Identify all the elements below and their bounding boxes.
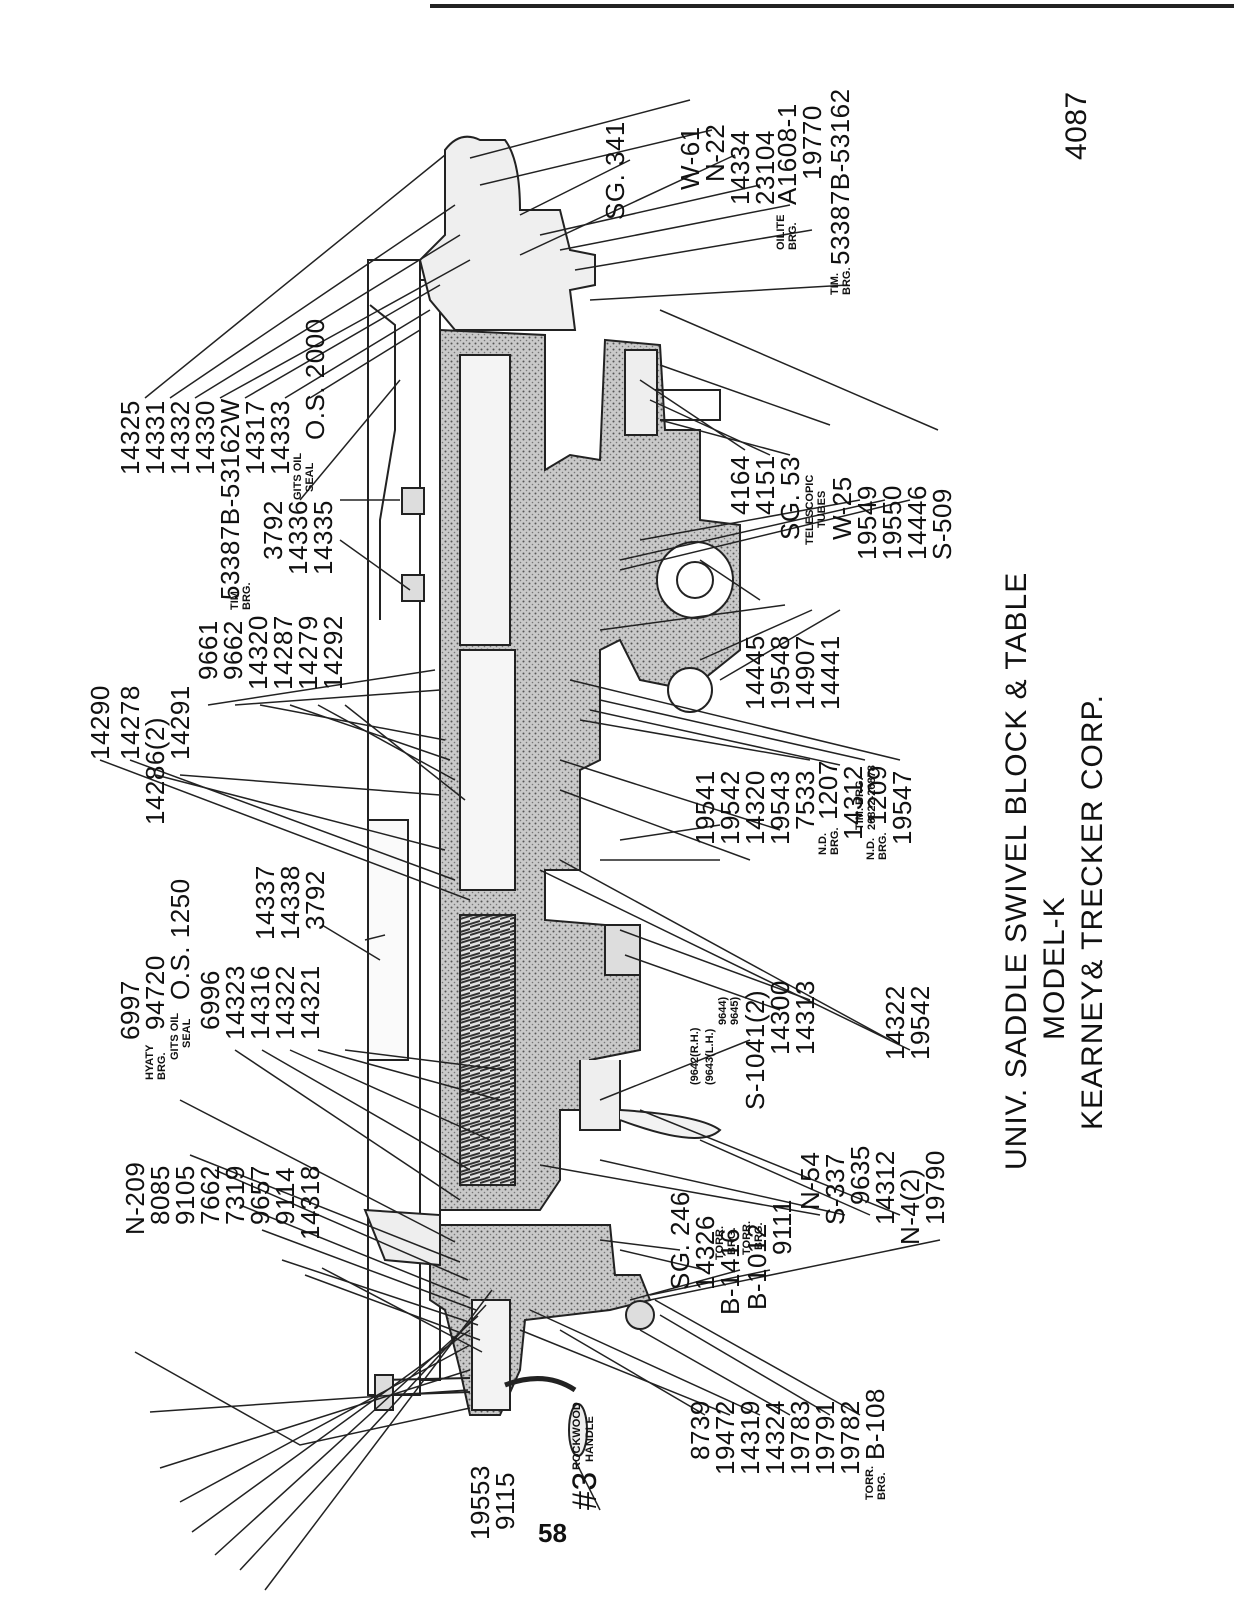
callout-14321: 14321 [295, 965, 325, 1040]
lever-handle [619, 1109, 722, 1139]
top-bearing-housing [418, 135, 596, 331]
callout-gits-oil: GITS OIL [292, 452, 304, 500]
callout-14335: 14335 [308, 500, 338, 575]
callout-14291: 14291 [165, 685, 195, 760]
callout-nd: N.D. [817, 833, 829, 855]
title-line-3: KEARNEY& TRECKER CORP. [1076, 693, 1109, 1130]
callout-timbrg2-b: BRG. [241, 582, 253, 611]
callout-sg341: SG. 341 [600, 121, 630, 220]
callout-torr3: TORR. [864, 1465, 876, 1500]
drawing-number: 4087 [1060, 91, 1093, 160]
callout-oilite: OILITE [775, 214, 787, 250]
callout-rockwood: ROCKWOOD [571, 1402, 583, 1470]
callout-rockwood-handle: HANDLE [584, 1416, 596, 1462]
callout-timbrg2: TIM. [229, 588, 241, 610]
title-line-1: UNIV. SADDLE SWIVEL BLOCK & TABLE [1000, 571, 1033, 1170]
callout-torr3-brg: BRG. [876, 1472, 888, 1501]
leader-lines [99, 99, 941, 1591]
callout-9111: 9111 [767, 1199, 797, 1255]
callout-gits2-seal: SEAL [181, 1018, 193, 1048]
callout-19542-b: 19542 [905, 985, 935, 1060]
callout-14333: 14333 [265, 400, 295, 475]
callout-os1250: O.S. 1250 [165, 878, 195, 1000]
callout-b108: B-108 [860, 1388, 890, 1460]
callout-9115: 9115 [490, 1472, 520, 1530]
spring-coil [459, 914, 516, 1186]
telescopic-tube-fitting [624, 349, 658, 436]
callout-s509: S-509 [927, 488, 957, 560]
callout-14292: 14292 [318, 615, 348, 690]
callout-9643: (9643(L.H.) [704, 1028, 716, 1085]
callout-3792-b: 3792 [300, 870, 330, 930]
title-line-2: MODEL-K [1038, 896, 1071, 1040]
callout-hyatt: HYATY [144, 1044, 156, 1080]
callout-9642: (9642(R.H.) [689, 1027, 701, 1085]
callout-14313: 14313 [790, 980, 820, 1055]
callout-19770: 19770 [797, 105, 827, 180]
callout-nd2: N.D. [865, 838, 877, 860]
callout-14318: 14318 [295, 1165, 325, 1240]
callout-gits-seal: SEAL [304, 462, 316, 492]
callout-timbrg-b: BRG. [841, 267, 853, 296]
callout-sg53: SG. 53 [775, 456, 805, 540]
callout-9644: 9644) [717, 996, 729, 1025]
top-border-rule [430, 4, 1234, 8]
callout-53387b-53162: 53387B-53162 [825, 88, 855, 265]
callout-14290: 14290 [85, 685, 115, 760]
callout-timbrg: TIM. [829, 273, 841, 295]
middle-shaft [459, 649, 516, 891]
callout-oilite-brg: BRG. [787, 222, 799, 251]
callout-19547: 19547 [887, 770, 917, 845]
upper-shaft [459, 354, 511, 646]
callout-19790: 19790 [920, 1150, 950, 1225]
callout-rockwood-number: #3 [566, 1471, 604, 1510]
page-number: 58 [538, 1518, 567, 1548]
callout-os2000: O.S. 2000 [300, 318, 330, 440]
callout-hyatt-brg: BRG. [156, 1052, 168, 1081]
callout-telescopic: TELESCOPIC [804, 474, 816, 545]
rockwood-handle [568, 1403, 588, 1457]
callout-gits2: GITS OIL [169, 1012, 181, 1060]
callout-14441: 14441 [815, 635, 845, 710]
